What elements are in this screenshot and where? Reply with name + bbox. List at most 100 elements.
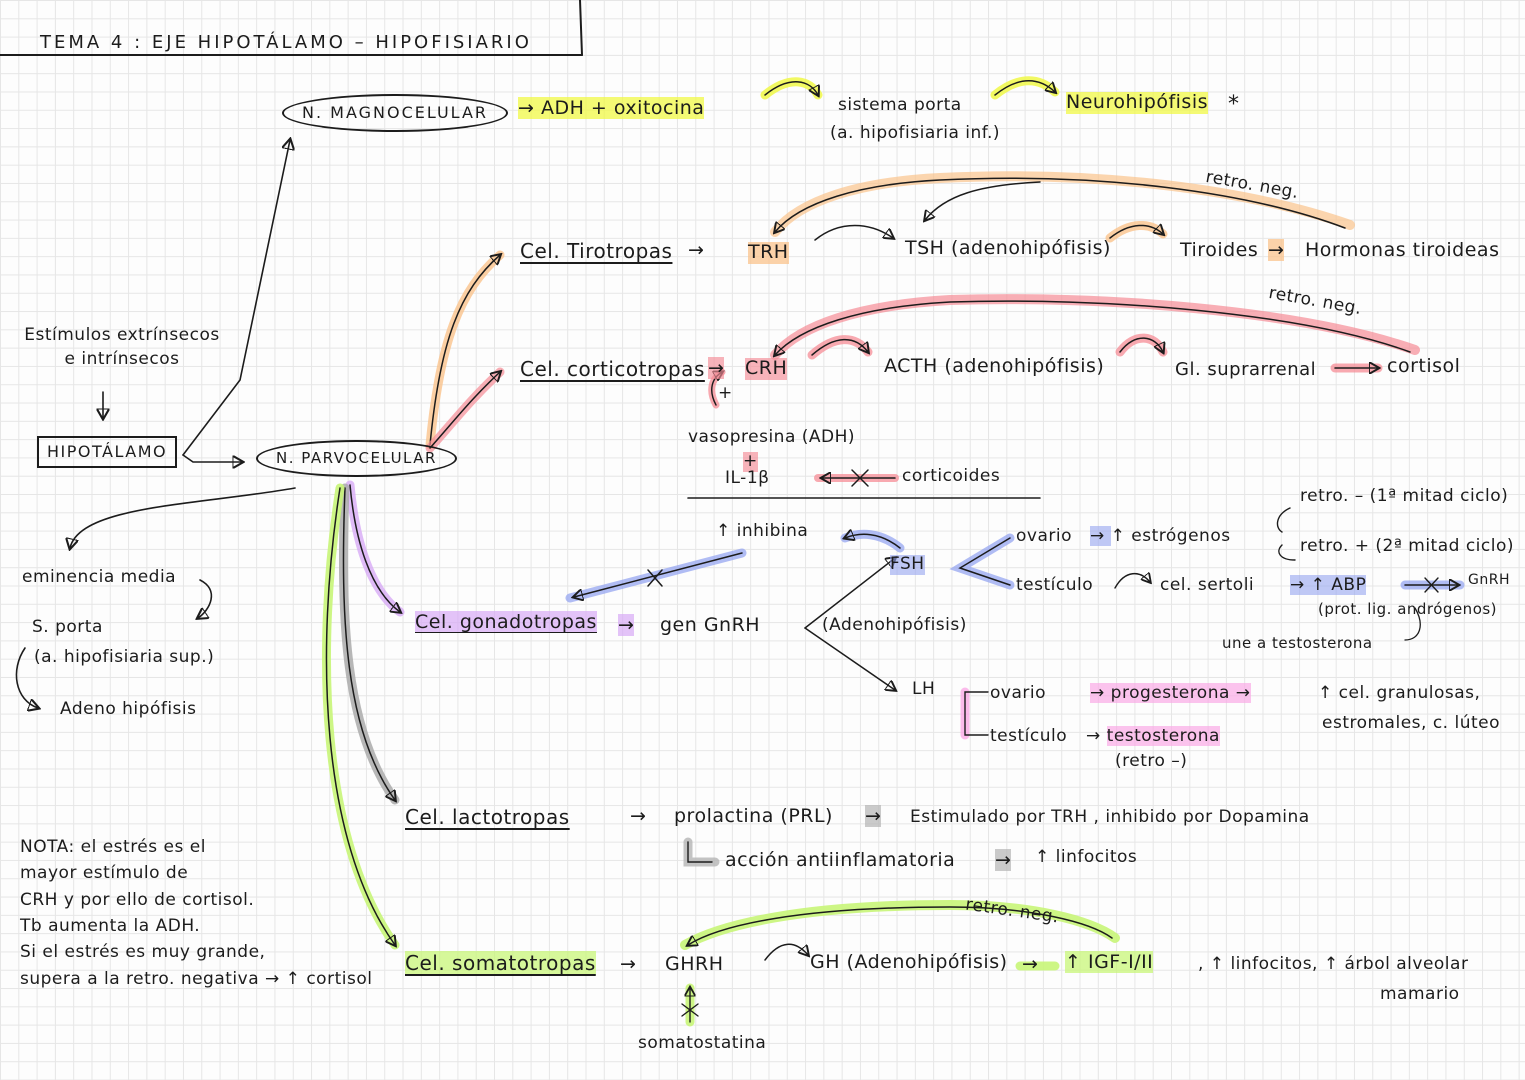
median-artery: (a. hipofisiaria sup.) [34, 647, 215, 667]
cortico-crh: CRH [745, 357, 788, 380]
gonado-gene: gen GnRH [660, 614, 761, 636]
gonado-inhibina: ↑ inhibina [716, 521, 809, 541]
gonado-retro-minus: retro. – (1ª mitad ciclo) [1300, 486, 1509, 506]
gonado-lh: LH [912, 679, 936, 699]
lacto-stim: Estimulado por TRH , inhibido por Dopami… [910, 807, 1310, 827]
note-line: NOTA: el estrés es el [20, 837, 206, 857]
note-line: supera a la retro. negativa → ↑ cortisol [20, 968, 373, 989]
thyro-tsh: TSH (adenohipófisis) [905, 237, 1111, 259]
page-title: TEMA 4 : EJE HIPOTÁLAMO – HIPOFISIARIO [40, 32, 532, 53]
thyro-feedback [775, 177, 1346, 232]
branch-lacto [342, 487, 395, 800]
branch-cortico [429, 372, 500, 449]
fsh-split [958, 537, 1011, 586]
somato-lymph: , ↑ linfocitos, ↑ árbol alveolar [1198, 954, 1469, 974]
thyro-feedback-2 [925, 181, 1041, 220]
gonado-stromal: estromales, c. lúteo [1322, 713, 1500, 733]
title-box-side [579, 0, 583, 56]
median-portal: S. porta [32, 617, 103, 637]
gonado-prog-wrap: → progesterona → [1090, 683, 1251, 703]
gonado-abp: ↑ ABP [1310, 575, 1367, 595]
magno-portal-2: (a. hipofisiaria inf.) [830, 123, 1001, 143]
gonado-cell: Cel. gonadotropas [415, 611, 597, 633]
branch-thyro [429, 255, 500, 446]
somato-arrow-1 [764, 943, 808, 961]
gonado-testo-wrap: → testosterona [1086, 726, 1220, 746]
hypothalamus-box: HIPOTÁLAMO [37, 436, 178, 469]
abp-loop [1404, 607, 1421, 641]
cortico-feedback-hl [770, 294, 1420, 360]
gonado-testis-1: testículo [1016, 575, 1094, 595]
lacto-arrow-text: → [630, 805, 647, 827]
lacto-arrow-text-3: → [995, 849, 1012, 871]
fsh-split-hl [949, 533, 1015, 590]
note-line: Si el estrés es muy grande, [20, 942, 266, 963]
gonado-retro-plus: retro. + (2ª mitad ciclo) [1300, 536, 1515, 556]
gonado-granulosa: ↑ cel. granulosas, [1318, 683, 1481, 703]
gonado-testosterone: testosterona [1106, 726, 1220, 746]
magno-arrow-text: → ADH + oxitocina [518, 97, 705, 119]
portal-to-adeno [15, 647, 38, 708]
somato-igf-wrap: ↑ IGF-I/II [1065, 951, 1154, 974]
hypo-to-parvo [182, 454, 242, 462]
branch-lacto-hl [338, 483, 400, 805]
somato-cell-wrap: Cel. somatotropas [405, 951, 596, 975]
thyro-trh: TRH [748, 241, 789, 264]
gonado-fsh: FSH [890, 554, 925, 575]
gonado-estrogens: ↑ estrógenos [1110, 526, 1231, 546]
gonado-cell-wrap: Cel. gonadotropas [415, 611, 597, 634]
testis-sertoli-arrow [1114, 574, 1150, 589]
magno-star: * [1228, 92, 1240, 117]
gnrh-to-fsh [804, 558, 895, 629]
gonado-ovary-2: ovario [990, 683, 1046, 703]
lacto-prl: prolactina (PRL) [674, 805, 833, 827]
parvo-node: N. PARVOCELULAR [256, 440, 457, 478]
stimuli-label: Estímulos extrínsecos e intrínsecos [24, 325, 220, 369]
cortico-il: IL-1β [725, 468, 770, 488]
median-eminence: eminencia media [22, 567, 177, 587]
branch-somato [325, 487, 395, 945]
cortico-acth-wrap: ACTH (adenohipófisis) [884, 355, 1105, 378]
somato-igf: ↑ IGF-I/II [1065, 951, 1154, 973]
gonado-ovary-1: ovario [1016, 526, 1072, 546]
gonado-testis-2: testículo [990, 726, 1068, 746]
lacto-action: acción antiinflamatoria [725, 849, 956, 871]
magno-target: Neurohipófisis [1066, 91, 1209, 114]
thyro-hormones: Hormonas tiroideas [1305, 239, 1500, 261]
estrogen-split [1276, 507, 1296, 561]
cortico-cell: Cel. corticotropas [520, 357, 705, 381]
lacto-lymph: ↑ linfocitos [1035, 847, 1138, 867]
gonado-retro-neg: (retro –) [1115, 751, 1188, 771]
cortico-plus-2: + [743, 451, 758, 472]
parvo-to-eminence [70, 487, 296, 548]
magno-node: N. MAGNOCELULAR [282, 94, 509, 133]
branch-gonado-hl [345, 480, 405, 617]
branch-gonado [349, 484, 400, 612]
magno-arrow-1 [760, 77, 823, 100]
thyro-arrow-1 [814, 224, 893, 241]
somato-arrow-text-2: → [1022, 953, 1039, 975]
gonado-adeno: (Adenohipófisis) [822, 615, 967, 635]
cortico-vaso: vasopresina (ADH) [688, 427, 856, 447]
somato-arrow-text: → [620, 953, 637, 975]
hypo-to-magno [182, 140, 290, 456]
somato-mammary: mamario [1380, 984, 1460, 1004]
gonado-arrow-text: → [618, 614, 635, 636]
cortico-gland: Gl. suprarrenal [1175, 359, 1317, 380]
note-line: CRH y por ello de cortisol. [20, 889, 255, 910]
lacto-arrow-text-2: → [865, 805, 882, 827]
somato-inhib: somatostatina [638, 1033, 767, 1053]
thyro-cell: Cel. Tirotropas [520, 239, 673, 263]
cortico-arrow-text: → [708, 357, 725, 379]
thyro-arrow-text: → [688, 239, 705, 261]
thyro-feedback-hl [770, 171, 1355, 237]
note-block: NOTA: el estrés es el mayor estímulo de … [20, 834, 372, 992]
gonado-progesterone: progesterona [1110, 683, 1230, 703]
median-adeno: Adeno hipófisis [60, 699, 197, 719]
somato-gh: GH (Adenohipófisis) [810, 951, 1008, 973]
magno-hormones: ADH + oxitocina [540, 97, 705, 119]
cortico-acth: ACTH (adenohipófisis) [884, 355, 1105, 377]
thyro-gland: Tiroides [1180, 239, 1259, 261]
gonado-gnrh: GnRH [1468, 572, 1510, 588]
